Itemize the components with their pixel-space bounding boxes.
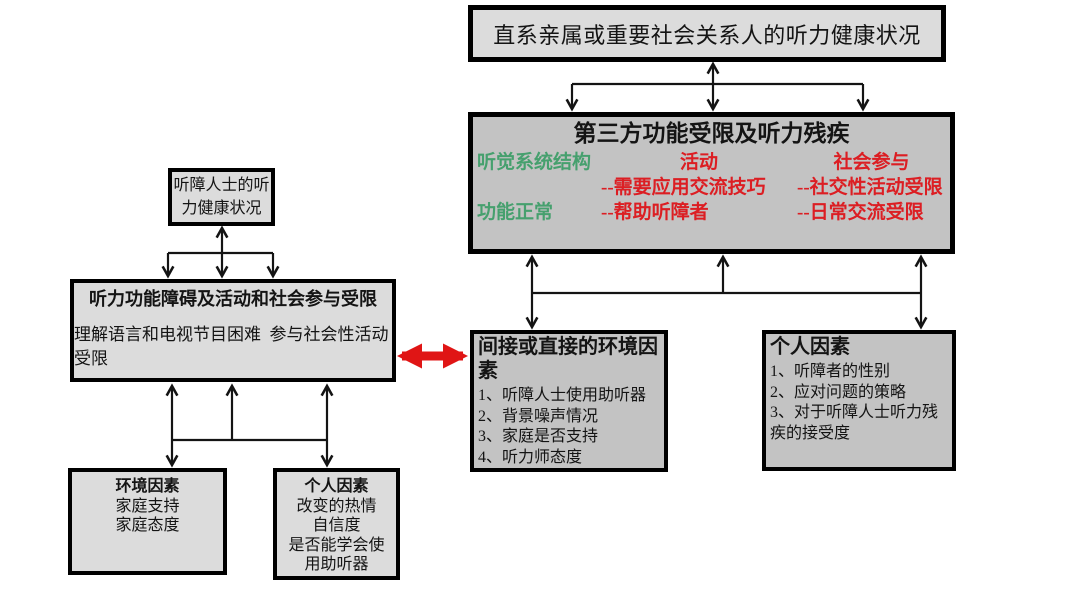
personal-left-line: 是否能学会使用助听器 bbox=[288, 536, 385, 574]
participation-item: --日常交流受限 bbox=[797, 202, 924, 223]
family-hearing-health-text: 直系亲属或重要社会关系人的听力健康状况 bbox=[493, 22, 921, 48]
environment-left-line: 家庭支持 bbox=[115, 497, 180, 515]
activity-item: --帮助听障者 bbox=[601, 202, 709, 223]
impairment-title: 听力功能障碍及活动和社会参与受限 bbox=[89, 289, 377, 309]
personal-factor-box-left: 个人因素 改变的热情 自信度 是否能学会使用助听器 bbox=[273, 468, 400, 580]
environment-factors-list: 1、听障人士使用助听器 2、背景噪声情况 3、家庭是否支持 4、听力师态度 bbox=[478, 386, 660, 468]
personal-factor-item: 2、应对问题的策略 bbox=[770, 383, 907, 401]
impairment-limitation-box: 听力功能障碍及活动和社会参与受限 理解语言和电视节目困难 参与社会性活动受限 bbox=[70, 279, 396, 382]
structure-label: 听觉系统结构 bbox=[477, 152, 592, 173]
personal-factor-item: 3、对于听障人士听力残疾的接受度 bbox=[770, 404, 939, 442]
environment-left-line: 家庭态度 bbox=[115, 517, 180, 534]
activity-column: 活动 --需要应用交流技巧 --帮助听障者 bbox=[601, 150, 797, 225]
third-party-limitation-box: 第三方功能受限及听力残疾 听觉系统结构 功能正常 活动 --需要应用交流技巧 -… bbox=[468, 112, 955, 254]
arrows-impairment-to-bottom-boxes bbox=[165, 383, 334, 468]
impairment-body: 理解语言和电视节目困难 参与社会性活动受限 bbox=[74, 325, 389, 368]
personal-left-line: 改变的热情 bbox=[296, 497, 377, 515]
hearing-impaired-health-box: 听障人士的听力健康状况 bbox=[168, 168, 275, 226]
hearing-impaired-health-text: 听障人士的听力健康状况 bbox=[173, 176, 270, 217]
participation-heading: 社会参与 bbox=[833, 152, 910, 173]
environment-factors-box: 间接或直接的环境因素 1、听障人士使用助听器 2、背景噪声情况 3、家庭是否支持… bbox=[470, 330, 668, 472]
activity-item: --需要应用交流技巧 bbox=[601, 177, 766, 198]
personal-factors-title: 个人因素 bbox=[770, 336, 850, 358]
environment-factor-item: 2、背景噪声情况 bbox=[478, 407, 599, 425]
personal-factors-box: 个人因素 1、听障者的性别 2、应对问题的策略 3、对于听障人士听力残疾的接受度 bbox=[762, 330, 956, 471]
arrows-thirdparty-to-factor-boxes bbox=[525, 254, 928, 330]
personal-left-line: 自信度 bbox=[312, 517, 361, 534]
environment-factor-item: 4、听力师态度 bbox=[478, 448, 583, 466]
activity-heading: 活动 bbox=[679, 152, 718, 173]
arrows-family-to-thirdparty bbox=[565, 61, 870, 112]
personal-factors-list: 1、听障者的性别 2、应对问题的策略 3、对于听障人士听力残疾的接受度 bbox=[770, 362, 948, 444]
function-normal-label: 功能正常 bbox=[477, 202, 554, 223]
environment-left-title: 环境因素 bbox=[115, 478, 180, 495]
personal-factor-item: 1、听障者的性别 bbox=[770, 363, 891, 380]
participation-item: --社交性活动受限 bbox=[797, 177, 943, 198]
environment-factor-item: 3、家庭是否支持 bbox=[478, 428, 599, 445]
environment-factor-box-left: 环境因素 家庭支持 家庭态度 bbox=[68, 468, 227, 575]
participation-column: 社会参与 --社交性活动受限 --日常交流受限 bbox=[797, 150, 946, 225]
environment-factor-item: 1、听障人士使用助听器 bbox=[478, 387, 647, 404]
third-party-columns: 听觉系统结构 功能正常 活动 --需要应用交流技巧 --帮助听障者 社会参与 -… bbox=[477, 150, 946, 225]
body-structure-column: 听觉系统结构 功能正常 bbox=[477, 150, 595, 225]
family-hearing-health-box: 直系亲属或重要社会关系人的听力健康状况 bbox=[468, 5, 946, 62]
third-party-title: 第三方功能受限及听力残疾 bbox=[573, 121, 850, 146]
environment-factors-title: 间接或直接的环境因素 bbox=[478, 336, 658, 382]
personal-left-title: 个人因素 bbox=[304, 478, 369, 495]
arrows-smallbox-to-impairment bbox=[161, 225, 280, 279]
